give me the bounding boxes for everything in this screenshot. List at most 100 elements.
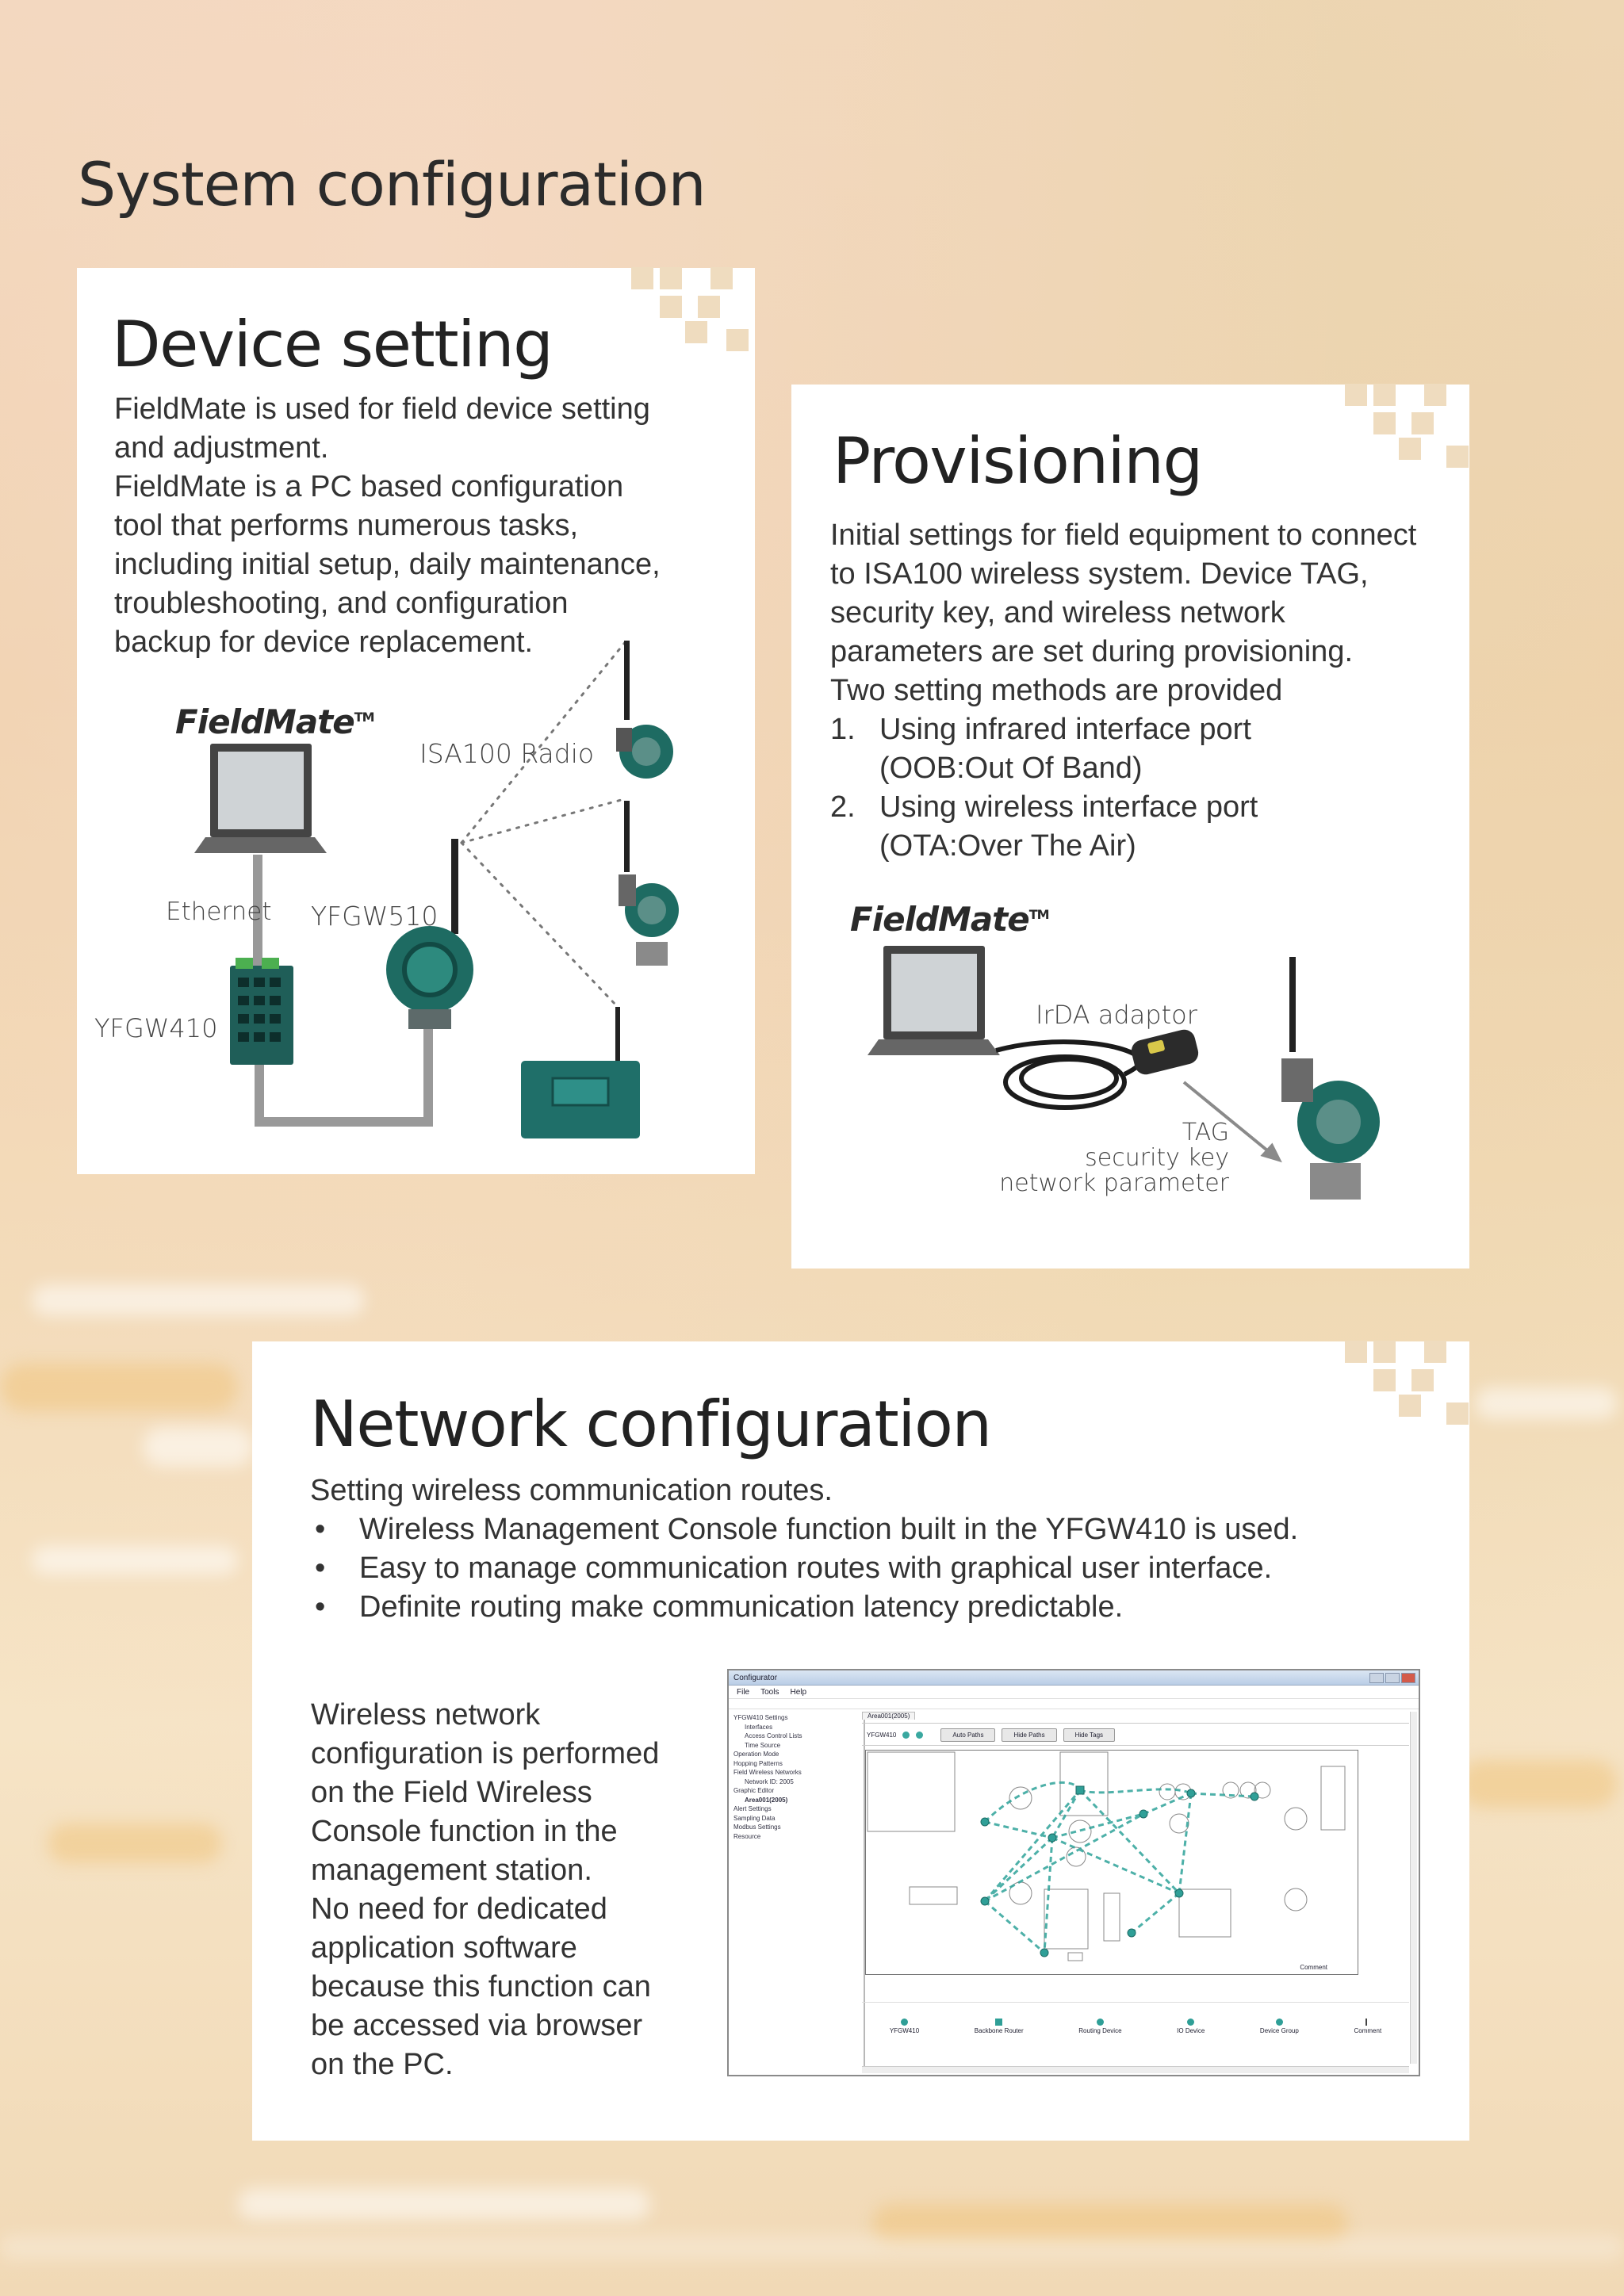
- toggle-icon[interactable]: [902, 1731, 910, 1739]
- tree-item[interactable]: Graphic Editor: [733, 1787, 775, 1794]
- device-legend: YFGW410 Backbone Router Routing Device I…: [862, 2002, 1409, 2038]
- fieldmate-logo: FieldMateTM: [850, 900, 1050, 939]
- device-setting-description: FieldMate is used for field device setti…: [114, 390, 661, 662]
- isa100-radio-label: ISA100 Radio: [419, 738, 595, 769]
- vertical-scrollbar[interactable]: [1410, 1712, 1417, 2064]
- window-controls: [1369, 1672, 1419, 1683]
- list-item: 2. Using wireless interface port (OTA:Ov…: [830, 788, 1416, 866]
- tree-item[interactable]: Sampling Data: [733, 1814, 776, 1822]
- tree-item[interactable]: Network ID: 2005: [745, 1777, 794, 1785]
- menu-file[interactable]: File: [737, 1687, 750, 1697]
- gateway-icon: [900, 2019, 908, 2026]
- legend-item: Routing Device: [1078, 2019, 1122, 2034]
- comment-icon: [1365, 2019, 1370, 2026]
- text-line: Console function in the: [311, 1815, 618, 1848]
- tree-item[interactable]: Resource: [733, 1832, 761, 1840]
- tree-item[interactable]: Alert Settings: [733, 1805, 772, 1812]
- menu-tools[interactable]: Tools: [760, 1687, 779, 1697]
- list-item: • Easy to manage communication routes wit…: [310, 1549, 1298, 1588]
- list-number: 2.: [830, 790, 856, 824]
- irda-adaptor-label: IrDA adaptor: [1036, 1000, 1197, 1030]
- text-line: Wireless network: [311, 1698, 541, 1732]
- legend-label: Comment: [1354, 2027, 1382, 2034]
- tree-item[interactable]: Field Wireless Networks: [733, 1769, 802, 1776]
- text-line: because this function can: [311, 1970, 651, 2003]
- text-line: tool that performs numerous tasks,: [114, 509, 579, 542]
- tag-label: TAG: [1182, 1119, 1229, 1146]
- maximize-button[interactable]: [1385, 1672, 1400, 1683]
- navigation-tree: YFGW410 Settings Interfaces Access Contr…: [730, 1712, 865, 2073]
- provisioning-methods-list: 1. Using infrared interface port (OOB:Ou…: [830, 710, 1416, 866]
- text-line: on the PC.: [311, 2048, 454, 2081]
- text-line: application software: [311, 1931, 577, 1965]
- window-titlebar: Configurator: [729, 1670, 1419, 1686]
- tree-item[interactable]: Access Control Lists: [745, 1732, 802, 1739]
- network-configuration-title: Network configuration: [310, 1387, 992, 1461]
- network-graph: [867, 1751, 1346, 1961]
- tree-item[interactable]: YFGW410 Settings: [733, 1714, 788, 1721]
- provisioned-parameters-label: TAG security key network parameter: [999, 1120, 1229, 1196]
- text-line: Using wireless interface port: [879, 790, 1258, 824]
- ethernet-label: Ethernet: [166, 897, 272, 926]
- configurator-screenshot: Configurator File Tools Help YFGW410 Set…: [727, 1669, 1420, 2076]
- text-line: parameters are set during provisioning.: [830, 635, 1354, 668]
- text-line: Using infrared interface port: [879, 713, 1251, 746]
- arrow-icon: [1182, 1081, 1282, 1163]
- list-item: •Definite routing make communication lat…: [310, 1588, 1298, 1627]
- text-line: Setting wireless communication routes.: [310, 1474, 833, 1507]
- text-line: FieldMate is a PC based configuration: [114, 470, 624, 503]
- tree-item[interactable]: Hopping Patterns: [733, 1759, 783, 1767]
- tree-item[interactable]: Area001(2005): [745, 1796, 788, 1804]
- tree-item[interactable]: Operation Mode: [733, 1751, 779, 1758]
- legend-label: Backbone Router: [974, 2027, 1024, 2034]
- provisioning-diagram: [868, 946, 1380, 1200]
- io-device-icon: [1187, 2019, 1195, 2026]
- tree-item[interactable]: Interfaces: [745, 1723, 773, 1731]
- page-title: System configuration: [78, 149, 707, 220]
- fieldmate-logo: FieldMateTM: [175, 702, 375, 741]
- provisioning-description: Initial settings for field equipment to …: [830, 516, 1416, 866]
- legend-item: YFGW410: [890, 2019, 919, 2034]
- toggle-icon[interactable]: [916, 1731, 924, 1739]
- hide-paths-button[interactable]: Hide Paths: [1002, 1728, 1057, 1742]
- yfgw410-label: YFGW410: [94, 1013, 218, 1043]
- device-group-icon: [1275, 2019, 1283, 2026]
- tree-item[interactable]: Modbus Settings: [733, 1823, 781, 1831]
- wireless-io-module-icon: [521, 1007, 640, 1138]
- text-line: backup for device replacement.: [114, 626, 534, 659]
- tab-area001[interactable]: Area001(2005): [862, 1712, 916, 1720]
- menu-help[interactable]: Help: [790, 1687, 807, 1697]
- bullet-icon: •: [315, 1552, 326, 1585]
- legend-item: Device Group: [1260, 2019, 1299, 2034]
- legend-item: Comment: [1354, 2019, 1381, 2034]
- tree-item[interactable]: Time Source: [745, 1741, 781, 1749]
- wireless-pressure-transmitter-icon: [1281, 957, 1380, 1200]
- minimize-button[interactable]: [1369, 1672, 1384, 1683]
- menu-bar: File Tools Help: [729, 1686, 1419, 1699]
- network-graph-canvas[interactable]: Comment: [865, 1750, 1358, 1975]
- list-item: 1. Using infrared interface port (OOB:Ou…: [830, 710, 1416, 788]
- fieldmate-logo-text: FieldMate: [175, 702, 355, 741]
- text-line: including initial setup, daily maintenan…: [114, 548, 661, 581]
- text-line: troubleshooting, and configuration: [114, 587, 569, 620]
- hide-tags-button[interactable]: Hide Tags: [1063, 1728, 1116, 1742]
- canvas-controls: YFGW410 Auto Paths Hide Paths Hide Tags: [862, 1724, 1409, 1746]
- text-line: (OTA:Over The Air): [879, 829, 1136, 863]
- legend-label: Routing Device: [1078, 2027, 1122, 2034]
- horizontal-scrollbar[interactable]: [862, 2066, 1409, 2073]
- auto-paths-button[interactable]: Auto Paths: [940, 1728, 996, 1742]
- yfgw510-label: YFGW510: [311, 901, 439, 932]
- bullet-text: Easy to manage communication routes with…: [359, 1552, 1273, 1585]
- text-line: Two setting methods are provided: [830, 674, 1283, 707]
- device-setting-card: Device setting FieldMate is used for fie…: [77, 268, 755, 1174]
- text-line: to ISA100 wireless system. Device TAG,: [830, 557, 1369, 591]
- close-button[interactable]: [1401, 1672, 1415, 1683]
- legend-label: Device Group: [1259, 2027, 1299, 2034]
- legend-label: IO Device: [1177, 2027, 1205, 2034]
- legend-item: IO Device: [1177, 2019, 1205, 2034]
- device-setting-title: Device setting: [112, 308, 553, 381]
- provisioning-card: Provisioning Initial settings for field …: [791, 385, 1469, 1269]
- laptop-icon: [194, 744, 327, 853]
- text-line: FieldMate is used for field device setti…: [114, 392, 650, 426]
- laptop-icon: [868, 946, 1000, 1055]
